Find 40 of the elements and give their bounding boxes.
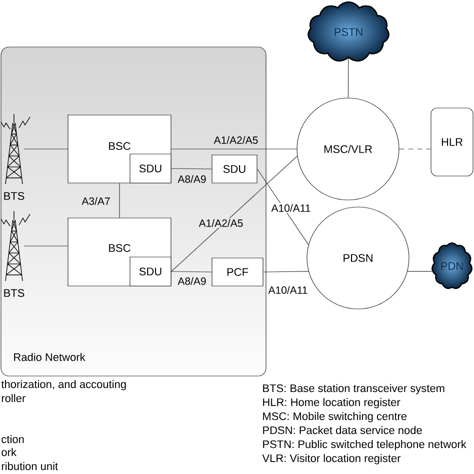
circle-node: MSC/VLR: [296, 98, 400, 200]
process-box: PCF: [212, 258, 264, 286]
connector-line: [24, 148, 68, 150]
connector-line: [119, 183, 120, 218]
edge-label: A3/A7: [82, 197, 110, 205]
legend-text: BTS: Base station transceiver system: [263, 384, 444, 394]
edge-label: A8/A9: [178, 175, 206, 183]
edge-label: A10/A11: [270, 203, 312, 213]
legend-text: ction: [2, 435, 24, 444]
connector-line: [171, 156, 298, 272]
legend-text: VLR: Visitor location register: [262, 454, 401, 464]
process-box: SDU: [130, 154, 172, 184]
legend-text: HLR: Home location register: [263, 398, 400, 408]
cloud: PSTN: [308, 1, 390, 62]
connector-line: [171, 148, 297, 150]
edge-label: A10/A11: [268, 286, 308, 294]
node-label: BTS: [4, 192, 24, 200]
rounded-box: HLR: [430, 108, 474, 176]
dashed-line: [399, 148, 431, 150]
node-label: BTS: [4, 289, 24, 297]
legend-text: MSC: Mobile switching centre: [263, 412, 407, 422]
process-box: SDU: [130, 256, 172, 286]
legend-text: ork: [2, 448, 16, 456]
connector-line: [257, 168, 309, 246]
connector-line: [348, 58, 349, 98]
cloud: PDN: [432, 242, 472, 289]
legend-text: roller: [2, 394, 26, 402]
legend-text: thorization, and accouting: [1, 380, 126, 390]
legend-text: ribution unit: [2, 462, 58, 470]
connector-line: [171, 271, 212, 272]
process-box: SDU: [212, 154, 258, 184]
panel-label: Radio Network: [14, 352, 86, 362]
legend-text: PDSN: Packet data service node: [263, 426, 422, 434]
edge-label: A8/A9: [178, 277, 206, 285]
connector-line: [171, 168, 212, 170]
edge-label: A1/A2/A5: [214, 136, 258, 144]
legend-text: PSTN: Public switched telephone network: [263, 440, 466, 450]
edge-label: A1/A2/A5: [198, 218, 244, 228]
connector-line: [263, 270, 309, 272]
connector-line: [407, 270, 432, 272]
